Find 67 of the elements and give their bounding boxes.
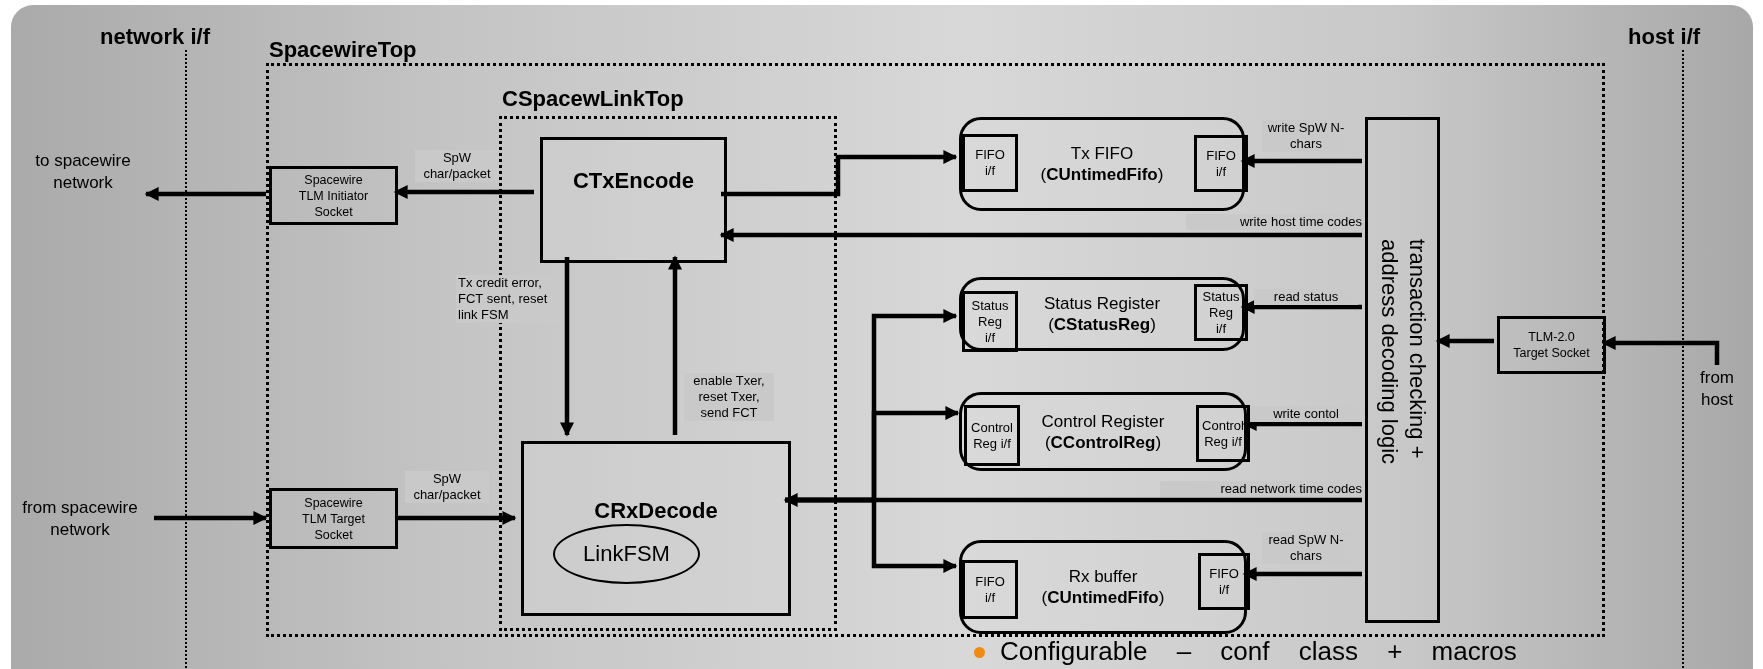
interface-heading: network i/f	[100, 23, 210, 51]
component-box	[959, 392, 1247, 471]
arrow	[144, 187, 266, 201]
box-label: Rx buffer (CUntimedFifo)	[1040, 566, 1166, 608]
endpoint-label: from host	[1699, 367, 1735, 411]
arrow	[560, 257, 574, 437]
interface-box	[962, 134, 1018, 192]
socket-box	[1497, 316, 1606, 374]
box-label: Tx FIFO (CUntimedFifo)	[1039, 143, 1165, 185]
arrow	[719, 228, 1362, 242]
interface-box	[964, 405, 1020, 466]
module-title: SpacewireTop	[269, 37, 417, 63]
box-label: Control Reg i/f	[971, 419, 1013, 452]
edge-label: read status	[1254, 289, 1358, 305]
interface-heading: host i/f	[1628, 23, 1701, 51]
endpoint-label: from spacewire network	[21, 497, 139, 541]
box-label: Spacewire TLM Initiator Socket	[297, 171, 370, 220]
edge-label: SpW char/packet	[415, 150, 499, 182]
module-box	[521, 441, 791, 616]
edge-label: SpW char/packet	[405, 471, 489, 503]
box-label: FIFO i/f	[975, 573, 1005, 606]
interface-box	[1194, 284, 1248, 341]
logic-box	[1365, 117, 1440, 623]
box-label: Status Reg i/f	[1202, 288, 1240, 337]
interface-box	[1196, 405, 1250, 462]
arrow	[668, 255, 682, 435]
bullet-text: Configurable – conf class + macros	[1000, 636, 1517, 666]
arrow	[154, 511, 268, 525]
box-label: CTxEncode	[573, 168, 694, 194]
box-label: TLM-2.0 Target Socket	[1512, 329, 1591, 361]
interface-box	[962, 560, 1018, 619]
state-machine-ellipse	[553, 524, 700, 584]
box-label: FIFO i/f	[1206, 147, 1236, 180]
box-label: Spacewire TLM Target Socket	[301, 494, 366, 543]
box-label: CRxDecode	[594, 498, 718, 524]
component-box	[959, 117, 1245, 211]
socket-box	[269, 488, 398, 549]
arrow	[1242, 567, 1362, 581]
box-label: FIFO i/f	[975, 147, 1005, 179]
arrow	[395, 511, 517, 525]
component-box	[959, 540, 1247, 634]
interface-box	[1194, 135, 1248, 192]
arrow	[785, 497, 958, 573]
arrow	[1240, 154, 1362, 168]
box-label: Control Reg i/f	[1202, 417, 1244, 450]
arrow	[393, 185, 534, 199]
box-label: Status Register (CStatusReg)	[1042, 293, 1162, 335]
box-label: LinkFSM	[583, 541, 670, 567]
arrow	[721, 150, 958, 197]
module-title: CSpacewLinkTop	[502, 86, 684, 112]
arrow	[1435, 334, 1494, 348]
arrow	[1240, 300, 1362, 314]
socket-box	[269, 166, 398, 225]
box-label: FIFO i/f	[1209, 565, 1239, 598]
interface-box	[962, 291, 1018, 352]
arrow	[1601, 336, 1720, 365]
module-box	[540, 137, 727, 263]
component-box	[959, 277, 1245, 351]
box-label: transaction checking + address decoding logic	[1375, 239, 1431, 467]
edge-label: write host time codes	[1186, 214, 1364, 230]
box-label: Control Register (CControlReg)	[1040, 410, 1166, 453]
endpoint-label: to spacewire network	[34, 150, 132, 194]
interface-box	[1198, 553, 1250, 610]
edge-label: read network time codes	[1160, 481, 1364, 497]
box-label: Status Reg i/f	[971, 297, 1009, 346]
edge-label: enable Txer, reset Txer, send FCT	[684, 373, 774, 421]
edge-label: write contol	[1250, 406, 1362, 422]
